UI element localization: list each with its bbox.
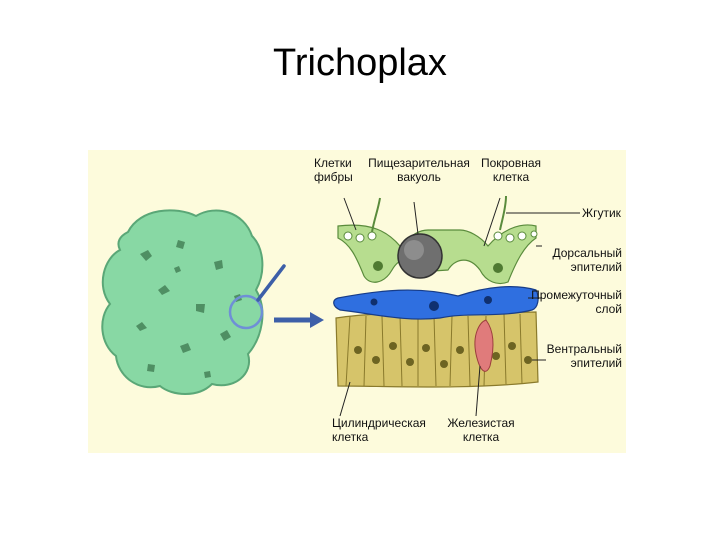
organism-overview [101,209,324,395]
glandular-cell [474,319,494,372]
flagella [371,195,507,233]
magnifier-circle [228,294,264,330]
slide-title: Trichoplax [273,42,447,84]
diagram-panel: Клетки фибры Пищезарительная вакуоль Пок… [88,150,626,453]
ventral-epithelium-layer [335,311,539,388]
label-glandular-cell: Железистая клетка [447,416,515,444]
cross-section [333,195,580,417]
label-fiber-cells: Клетки фибры [314,156,353,184]
label-digestive-vacuole: Пищезарительная вакуоль [368,156,470,184]
label-ventral-epithelium: Вентральный эпителий [546,342,622,370]
label-intermediate-layer: Промежуточный слой [531,288,622,316]
pointing-arrow [274,312,324,328]
trichoplax-diagram [101,195,580,417]
label-cylindrical-cell: Цилиндрическая клетка [332,416,426,444]
label-dorsal-epithelium: Дорсальный эпителий [552,246,623,274]
label-flagellum: Жгутик [582,206,621,220]
leader-lines [339,197,580,417]
magnifier-handle [256,264,286,302]
intermediate-nuclei [370,296,492,311]
label-cover-cell: Покровная клетка [480,156,542,184]
organism-body [101,209,264,395]
